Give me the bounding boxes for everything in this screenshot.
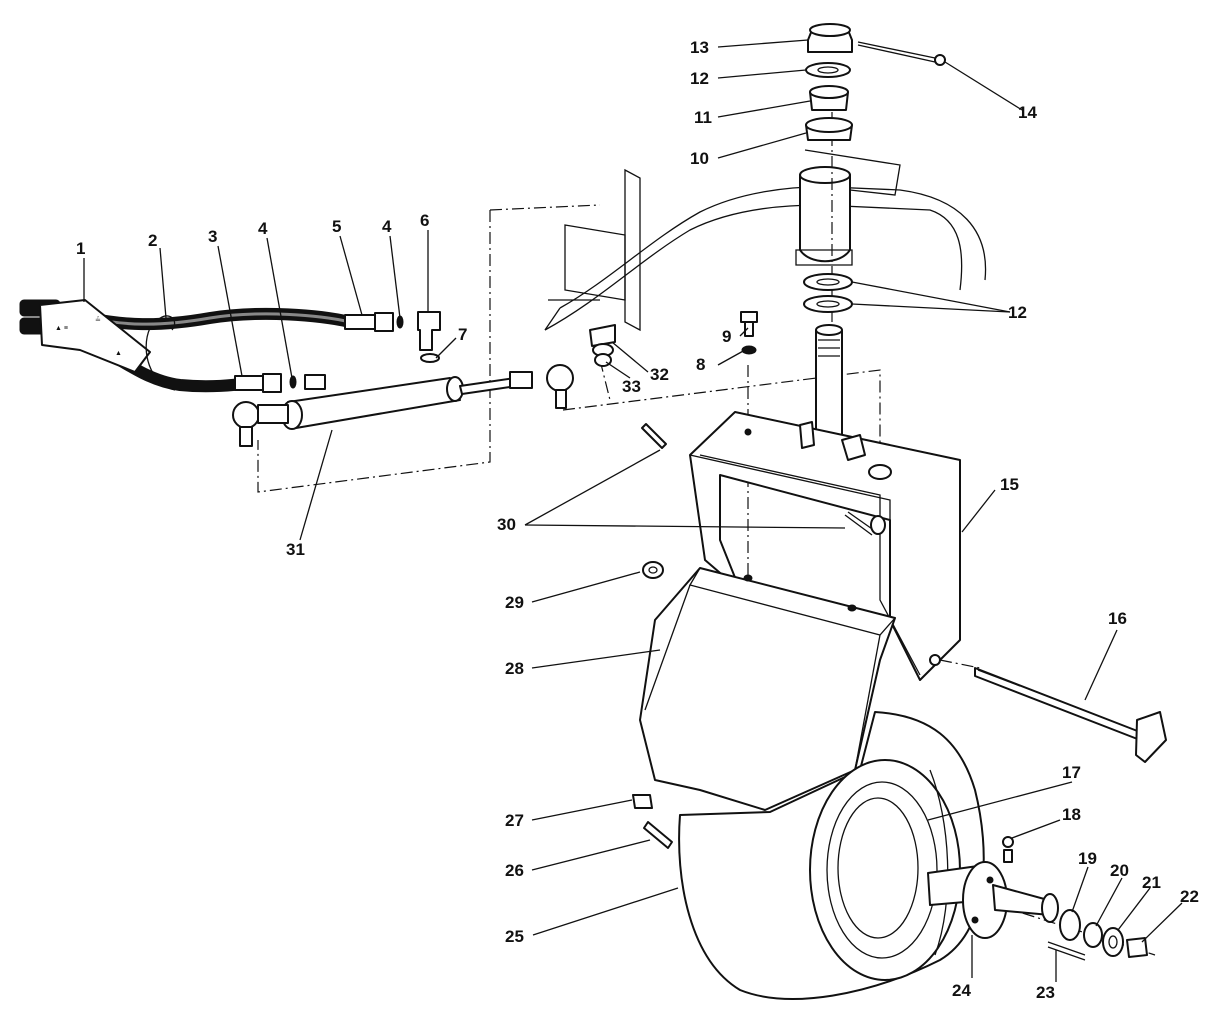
svg-text:▲: ▲ — [115, 350, 122, 357]
callout-11: 11 — [694, 108, 712, 127]
fender — [639, 567, 896, 811]
callout-20: 20 — [1110, 861, 1129, 880]
callout-33: 33 — [622, 377, 641, 396]
callout-9: 9 — [722, 327, 731, 346]
callout-24: 24 — [952, 981, 971, 1000]
callout-25: 25 — [505, 927, 524, 946]
callout-22: 22 — [1180, 887, 1199, 906]
callout-labels: 1 2 3 4 5 4 6 7 8 9 10 11 12 12 13 14 15… — [76, 38, 1199, 1002]
callout-31: 31 — [286, 540, 305, 559]
callout-12-top: 12 — [690, 69, 709, 88]
bolt-washer — [740, 311, 758, 355]
svg-text:▲ ≡: ▲ ≡ — [55, 325, 68, 332]
callout-21: 21 — [1142, 873, 1161, 892]
callout-3: 3 — [208, 227, 217, 246]
callout-2: 2 — [148, 231, 157, 250]
callout-5: 5 — [332, 217, 341, 236]
callout-1: 1 — [76, 239, 85, 258]
callout-16: 16 — [1108, 609, 1127, 628]
steering-bracket-parts — [589, 324, 616, 367]
axle-bolt — [974, 667, 1167, 763]
svg-text:≟: ≟ — [95, 316, 101, 324]
callout-10: 10 — [690, 149, 709, 168]
cotter-pin — [641, 423, 667, 449]
callout-14: 14 — [1018, 103, 1037, 122]
callout-13: 13 — [690, 38, 709, 57]
callout-32: 32 — [650, 365, 669, 384]
hydraulic-hose-assembly: ▲ ≡ ≟ ▲ — [19, 299, 574, 447]
callout-leaders — [83, 39, 1183, 982]
callout-8: 8 — [696, 355, 705, 374]
callout-23: 23 — [1036, 983, 1055, 1002]
wheel-tire — [678, 711, 985, 1000]
callout-6: 6 — [420, 211, 429, 230]
callout-12-lower: 12 — [1008, 303, 1027, 322]
callout-28: 28 — [505, 659, 524, 678]
bushing — [642, 561, 664, 579]
hub-parts — [632, 794, 1148, 961]
callout-26: 26 — [505, 861, 524, 880]
callout-7: 7 — [458, 325, 467, 344]
callout-18: 18 — [1062, 805, 1081, 824]
callout-17: 17 — [1062, 763, 1081, 782]
callout-4b: 4 — [382, 217, 392, 236]
callout-4a: 4 — [258, 219, 268, 238]
steering-stack — [803, 23, 946, 313]
callout-15: 15 — [1000, 475, 1019, 494]
callout-30: 30 — [497, 515, 516, 534]
callout-29: 29 — [505, 593, 524, 612]
frame-drawing — [544, 149, 987, 332]
callout-27: 27 — [505, 811, 524, 830]
callout-19: 19 — [1078, 849, 1097, 868]
